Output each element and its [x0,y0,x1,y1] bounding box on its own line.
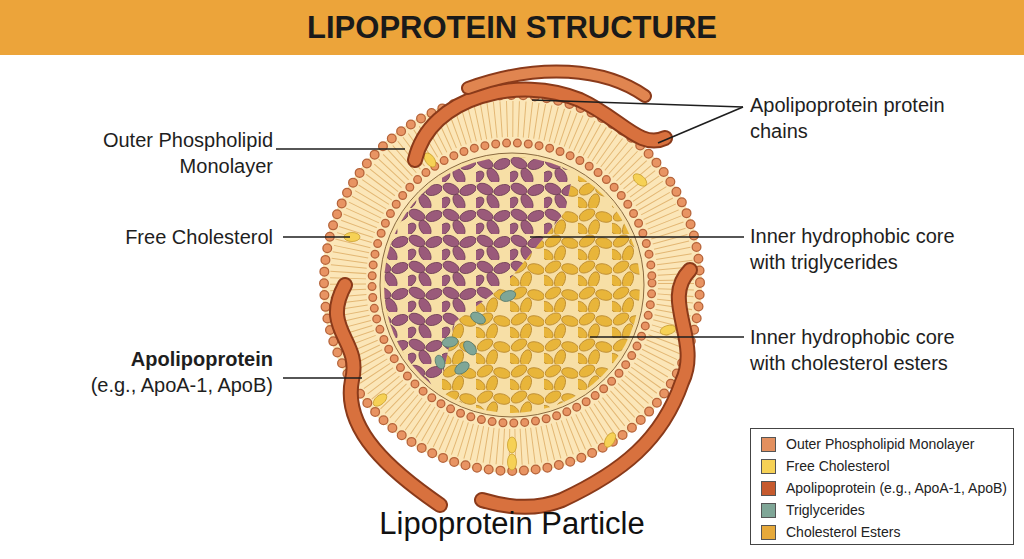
legend-swatch [761,459,776,474]
legend-row: Triglycerides [761,501,865,519]
legend-swatch [761,503,776,518]
legend-swatch [761,437,776,452]
legend-text: Free Cholesterol [786,457,890,475]
callout-label: (e.g., ApoA-1, ApoB) [33,372,273,398]
legend-swatch [761,525,776,540]
callout-label: Free Cholesterol [33,224,273,250]
callout-label: Apolipoprotein [33,346,273,372]
legend-row: Cholesterol Esters [761,523,900,541]
legend-row: Apolipoprotein (e.g., ApoA-1, ApoB) [761,479,1007,497]
legend-box: Outer Phospholipid MonolayerFree Cholest… [750,428,1014,545]
legend-text: Apolipoprotein (e.g., ApoA-1, ApoB) [786,479,1007,497]
legend-swatch [761,481,776,496]
title-bar: LIPOPROTEIN STRUCTURE [0,0,1024,55]
callout-label: Inner hydrophobic core with triglyceride… [750,223,985,275]
legend-row: Outer Phospholipid Monolayer [761,435,974,453]
legend-row: Free Cholesterol [761,457,890,475]
legend-text: Triglycerides [786,501,865,519]
callout-label: Inner hydrophobic core with cholesterol … [750,324,985,376]
diagram-caption: Lipoprotein Particle [300,505,724,543]
legend-text: Outer Phospholipid Monolayer [786,435,974,453]
diagram-title: LIPOPROTEIN STRUCTURE [0,0,1024,55]
callout-label: Apolipoprotein protein chains [750,92,950,144]
legend-text: Cholesterol Esters [786,523,900,541]
callout-label: Outer Phospholipid Monolayer [73,127,273,179]
